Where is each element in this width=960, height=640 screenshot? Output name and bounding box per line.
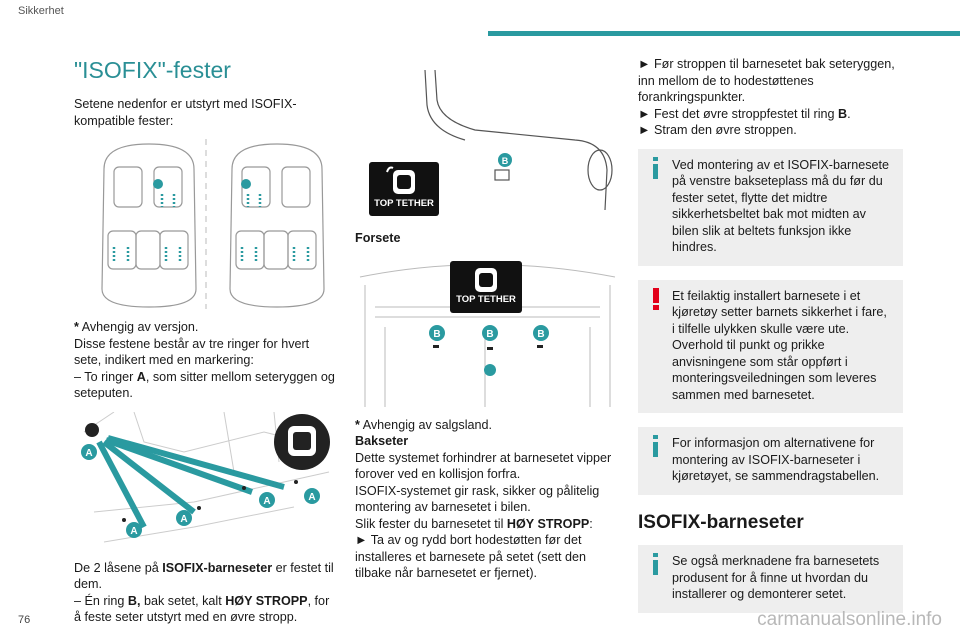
child-seat-icon [274,413,330,470]
header-accent-bar [488,31,960,36]
info-icon [653,553,658,575]
rings-description: Disse festene består av tre ringer for h… [74,336,310,368]
fasten-intro: Slik fester du barnesetet til HØY STROPP… [355,516,593,531]
car-right-icon [229,143,325,308]
step-3: ► Fest det øvre stroppfestet til ring B. [638,106,851,121]
watermark: carmanualsonline.info [757,609,942,630]
fig-label-a: A [308,492,315,503]
rear-seats-label: Bakseter [355,434,409,448]
footnote-version: * Avhengig av versjon. [74,320,199,334]
locks-text: De 2 låsene på ISOFIX-barneseter er fest… [74,560,334,592]
fig-label-a: A [130,526,137,537]
ring-a-text: – To ringer A, som sitter mellom seteryg… [74,369,335,401]
rear-seat-tether-figure: B B B TOP TETHER [355,257,620,407]
front-seat-label: Forsete [355,231,401,245]
step-4: ► Stram den øvre stroppen. [638,123,797,137]
top-tether-badge: TOP TETHER [369,162,439,216]
seat-layout-figure [74,139,336,309]
info-icon [653,435,658,457]
top-tether-badge: TOP TETHER [450,260,522,313]
warning-icon [653,287,659,310]
info-note-2: For informasjon om alternativene for mon… [638,427,903,495]
section-heading: ISOFIX-barneseter [638,511,804,533]
car-left-icon [101,143,197,308]
fig-label-b: B [433,329,440,340]
column-1: "ISOFIX"-fester Setene nedenfor er utsty… [74,56,336,626]
info-icon [653,156,658,179]
top-tether-label: TOP TETHER [374,197,434,209]
info-note-3: Se også merknadene fra barnesetets produ… [638,545,903,613]
column-2: B TOP TETHER Forsete B [355,70,620,582]
fig-label-a: A [180,514,187,525]
fig-label-b: B [537,329,544,340]
isofix-anchor-figure: A A A A A [74,411,336,550]
intro-text: Setene nedenfor er utstyrt med ISOFIX-ko… [74,97,297,128]
rear-text-1: Dette systemet forhindrer at barnesetet … [355,450,612,482]
fig-label-b: B [502,156,509,166]
ring-b-text: – Én ring B, bak setet, kalt HØY STROPP,… [74,593,330,625]
fig-label-a: A [263,496,270,507]
step-2: ► Før stroppen til barnesetet bak setery… [638,57,895,104]
ring-a-marker [81,443,320,538]
section-title: Sikkerhet [18,5,64,17]
front-seat-tether-figure: B TOP TETHER [355,70,620,220]
info-note-1: Ved montering av et ISOFIX-barnesete på … [638,148,903,266]
warning-note: Et feilaktig installert barnesete i et k… [638,279,903,413]
fig-label-b: B [486,329,493,340]
page-number: 76 [18,614,31,626]
fig-label-a: A [85,448,92,459]
rear-text-2: ISOFIX-systemet gir rask, sikker og påli… [355,483,600,515]
top-tether-label: TOP TETHER [456,294,516,305]
page-title: "ISOFIX"-fester [74,57,231,83]
step-1: ► Ta av og rydd bort hodestøtten før det… [355,533,587,580]
column-3: ► Før stroppen til barnesetet bak setery… [638,56,903,613]
footnote-country: * Avhengig av salgsland. [355,417,493,432]
buckle-icon [85,422,99,437]
